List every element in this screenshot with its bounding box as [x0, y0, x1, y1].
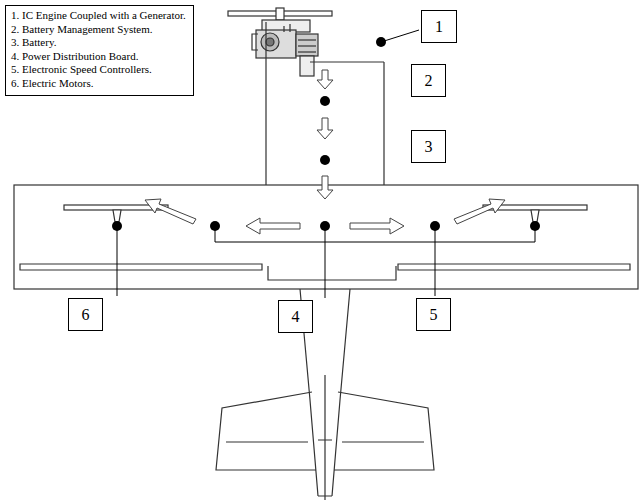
callout-number: 5 [430, 306, 438, 324]
legend-line: 6. Electric Motors. [11, 77, 187, 91]
callout-number: 1 [435, 18, 443, 36]
callout-box: 1 [421, 10, 457, 43]
wing-root [268, 266, 396, 280]
flow-arrow [246, 218, 300, 234]
flow-arrow [145, 199, 196, 224]
callout-box: 6 [68, 298, 103, 331]
component-dot [320, 155, 330, 165]
callout-box: 5 [416, 298, 451, 331]
leader-line [325, 230, 326, 298]
propeller-hub [276, 8, 284, 20]
flow-arrow [317, 176, 333, 199]
component-dot [112, 221, 122, 231]
vertical-fin [318, 375, 332, 500]
leader-line [435, 230, 436, 296]
flow-arrow [317, 118, 333, 139]
component-dot [320, 96, 330, 106]
component-dot [320, 221, 330, 231]
callout-box: 3 [411, 130, 446, 163]
component-dot [430, 221, 440, 231]
callout-box: 2 [411, 64, 446, 97]
legend-line: 5. Electronic Speed Controllers. [11, 63, 187, 77]
legend-line: 4. Power Distribution Board. [11, 50, 187, 64]
wing [14, 185, 638, 289]
component-dot [210, 221, 220, 231]
leader-line [215, 230, 535, 242]
callout-number: 6 [82, 306, 90, 324]
legend-box: 1. IC Engine Coupled with a Generator.2.… [5, 5, 194, 96]
motor-mount [113, 210, 121, 222]
flow-arrow [454, 199, 505, 224]
callout-number: 3 [425, 138, 433, 156]
flow-arrow [317, 70, 333, 89]
motor-mount [531, 210, 539, 222]
callout-number: 4 [292, 308, 300, 326]
flow-arrow [350, 218, 404, 234]
leader-line [117, 230, 118, 296]
callout-box: 4 [278, 300, 313, 333]
legend-line: 2. Battery Management System. [11, 23, 187, 37]
component-dot [530, 221, 540, 231]
leader-line [381, 30, 419, 42]
callout-number: 2 [425, 72, 433, 90]
legend-line: 3. Battery. [11, 36, 187, 50]
legend-line: 1. IC Engine Coupled with a Generator. [11, 9, 187, 23]
component-dot [376, 37, 386, 47]
engine-generator [252, 20, 318, 76]
fuselage [266, 22, 384, 185]
